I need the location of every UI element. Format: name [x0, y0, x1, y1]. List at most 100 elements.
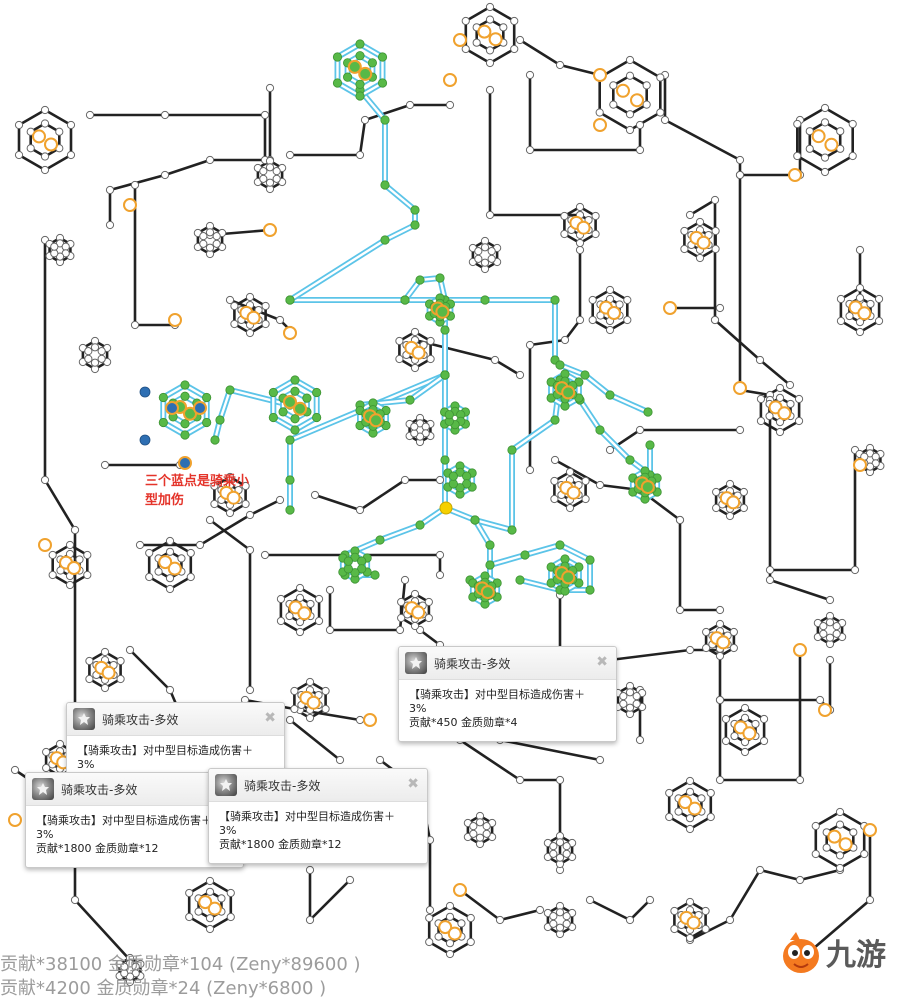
node-active[interactable] [605, 390, 615, 400]
node[interactable] [205, 924, 215, 934]
node-ring[interactable] [411, 605, 426, 620]
node[interactable] [83, 570, 92, 580]
node[interactable] [562, 849, 571, 858]
node[interactable] [466, 913, 475, 923]
node[interactable] [400, 475, 410, 485]
node[interactable] [395, 336, 404, 346]
node[interactable] [205, 887, 215, 896]
node[interactable] [739, 503, 748, 513]
node[interactable] [605, 325, 615, 335]
node[interactable] [656, 73, 665, 82]
node[interactable] [482, 822, 491, 831]
node-active[interactable] [180, 430, 190, 440]
node-active[interactable] [625, 455, 635, 465]
node[interactable] [295, 583, 305, 593]
node[interactable] [549, 842, 558, 851]
node[interactable] [675, 605, 685, 615]
node-active[interactable] [180, 391, 190, 401]
node[interactable] [290, 686, 299, 696]
node-active[interactable] [215, 415, 225, 425]
node[interactable] [186, 572, 195, 582]
node[interactable] [755, 865, 765, 875]
node[interactable] [321, 686, 330, 696]
node[interactable] [314, 616, 324, 626]
node-ring[interactable] [447, 926, 462, 941]
node[interactable] [874, 294, 884, 304]
node-active[interactable] [520, 550, 530, 560]
node[interactable] [474, 254, 483, 263]
node[interactable] [272, 174, 281, 183]
node[interactable] [562, 912, 571, 921]
node-ring[interactable] [411, 345, 426, 360]
node[interactable] [575, 245, 585, 255]
node-active-ring[interactable] [640, 480, 655, 495]
close-icon[interactable]: ✖ [407, 776, 419, 792]
node[interactable] [656, 108, 665, 117]
node[interactable] [585, 895, 595, 905]
node-ring[interactable] [663, 301, 677, 315]
node[interactable] [116, 674, 125, 684]
node[interactable] [42, 747, 51, 757]
node[interactable] [756, 394, 766, 404]
node-active[interactable] [410, 220, 420, 230]
node-active[interactable] [480, 295, 490, 305]
node[interactable] [50, 242, 59, 251]
node[interactable] [565, 467, 575, 477]
node-active[interactable] [585, 585, 595, 595]
node-ring[interactable] [168, 313, 182, 327]
node-active[interactable] [210, 435, 220, 445]
node[interactable] [475, 833, 485, 842]
node[interactable] [595, 108, 604, 117]
node[interactable] [230, 301, 239, 311]
node[interactable] [588, 295, 597, 305]
node[interactable] [825, 595, 835, 605]
node-active[interactable] [202, 392, 212, 403]
node[interactable] [581, 476, 590, 486]
node[interactable] [135, 540, 145, 550]
node[interactable] [794, 416, 804, 426]
node[interactable] [40, 119, 50, 128]
node[interactable] [165, 547, 175, 556]
node[interactable] [835, 807, 845, 817]
node[interactable] [226, 888, 235, 898]
node[interactable] [660, 115, 670, 125]
node[interactable] [615, 300, 624, 309]
node[interactable] [100, 683, 110, 693]
node[interactable] [560, 335, 570, 345]
node[interactable] [335, 755, 345, 765]
node-ring[interactable] [630, 93, 644, 108]
node[interactable] [710, 315, 720, 325]
node-active[interactable] [643, 407, 653, 417]
node[interactable] [480, 258, 490, 267]
node[interactable] [469, 822, 478, 831]
node[interactable] [515, 370, 525, 380]
node[interactable] [793, 151, 802, 161]
node-active[interactable] [440, 370, 450, 380]
node-active[interactable] [555, 540, 565, 550]
node-active[interactable] [285, 475, 295, 485]
node-ring[interactable] [678, 795, 693, 810]
node[interactable] [445, 939, 455, 948]
node[interactable] [225, 508, 235, 518]
node[interactable] [275, 495, 285, 505]
node[interactable] [855, 283, 865, 293]
node[interactable] [212, 239, 221, 248]
node[interactable] [680, 226, 689, 236]
node[interactable] [199, 239, 208, 248]
node-active[interactable] [462, 471, 472, 481]
node[interactable] [525, 340, 535, 350]
node-ring[interactable] [838, 837, 853, 852]
node[interactable] [10, 765, 20, 775]
node-active[interactable] [485, 560, 495, 570]
node[interactable] [575, 238, 585, 248]
node[interactable] [425, 905, 435, 915]
node[interactable] [435, 475, 445, 485]
node-ring[interactable] [824, 137, 839, 152]
node[interactable] [445, 912, 455, 921]
node[interactable] [795, 875, 805, 885]
node[interactable] [805, 144, 814, 153]
node[interactable] [805, 127, 814, 136]
node[interactable] [305, 865, 315, 875]
node[interactable] [425, 937, 434, 947]
node[interactable] [495, 915, 505, 925]
